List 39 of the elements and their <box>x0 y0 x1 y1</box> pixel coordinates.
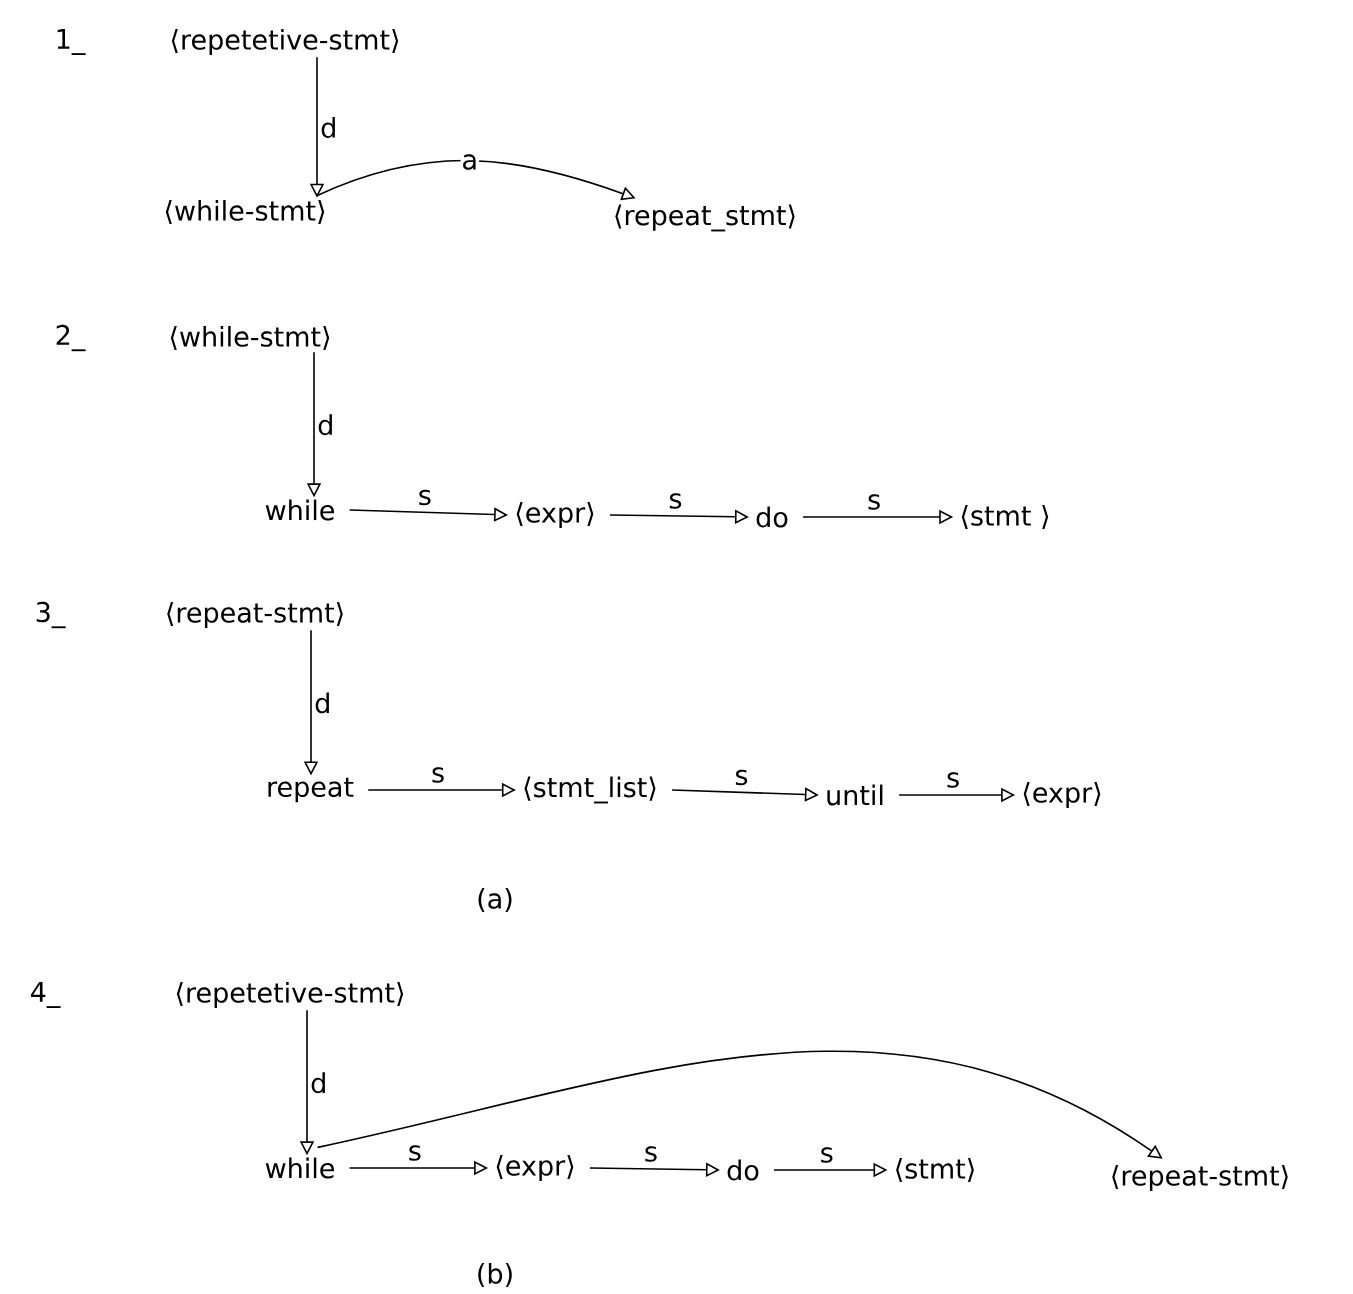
edge-label: s <box>733 768 750 787</box>
edge-label: a <box>460 153 480 171</box>
edge-label: s <box>406 1144 423 1162</box>
grammar-term: ⟨repetetive-stmt⟩ <box>176 981 404 1009</box>
grammar-term: do <box>756 506 788 528</box>
edge-label: s <box>945 771 962 789</box>
grammar-term: ⟨stmt_list⟩ <box>524 776 656 804</box>
edge-label: s <box>866 493 883 511</box>
grammar-term: ⟨repeat-stmt⟩ <box>1112 1164 1288 1192</box>
step-number: 3_ <box>36 601 66 629</box>
grammar-term: ⟨repeat_stmt⟩ <box>615 204 795 232</box>
panel-label: (b) <box>478 1262 512 1288</box>
panel-label: (a) <box>478 887 512 913</box>
grammar-term: while <box>265 1157 334 1179</box>
edge-label: d <box>319 116 339 139</box>
grammar-term: ⟨while-stmt⟩ <box>165 199 325 225</box>
edge-label: s <box>818 1146 835 1164</box>
edge-label: s <box>667 492 684 510</box>
grammar-term: ⟨expr⟩ <box>1023 781 1101 809</box>
grammar-term: until <box>827 784 883 806</box>
grammar-term: ⟨repetetive-stmt⟩ <box>171 28 399 56</box>
grammar-term: do <box>727 1159 759 1181</box>
grammar-term: ⟨expr⟩ <box>516 501 594 529</box>
edge-label: d <box>309 1071 329 1095</box>
grammar-term: ⟨stmt ⟩ <box>961 504 1049 530</box>
grammar-term: repeat <box>268 777 354 803</box>
grammar-term: ⟨expr⟩ <box>496 1154 574 1182</box>
grammar-term: ⟨stmt⟩ <box>896 1157 974 1182</box>
grammar-term: ⟨while-stmt⟩ <box>170 325 330 351</box>
step-number: 2_ <box>56 324 86 352</box>
edge-label: s <box>416 488 433 507</box>
grammar-term: while <box>265 499 334 521</box>
step-number: 4_ <box>31 982 61 1009</box>
edge-label: d <box>316 413 336 437</box>
edge-label: s <box>642 1145 659 1163</box>
edge-label: d <box>313 691 333 715</box>
grammar-term: ⟨repeat-stmt⟩ <box>167 601 343 629</box>
step-number: 1_ <box>57 29 86 56</box>
edge-label: s <box>430 766 447 784</box>
